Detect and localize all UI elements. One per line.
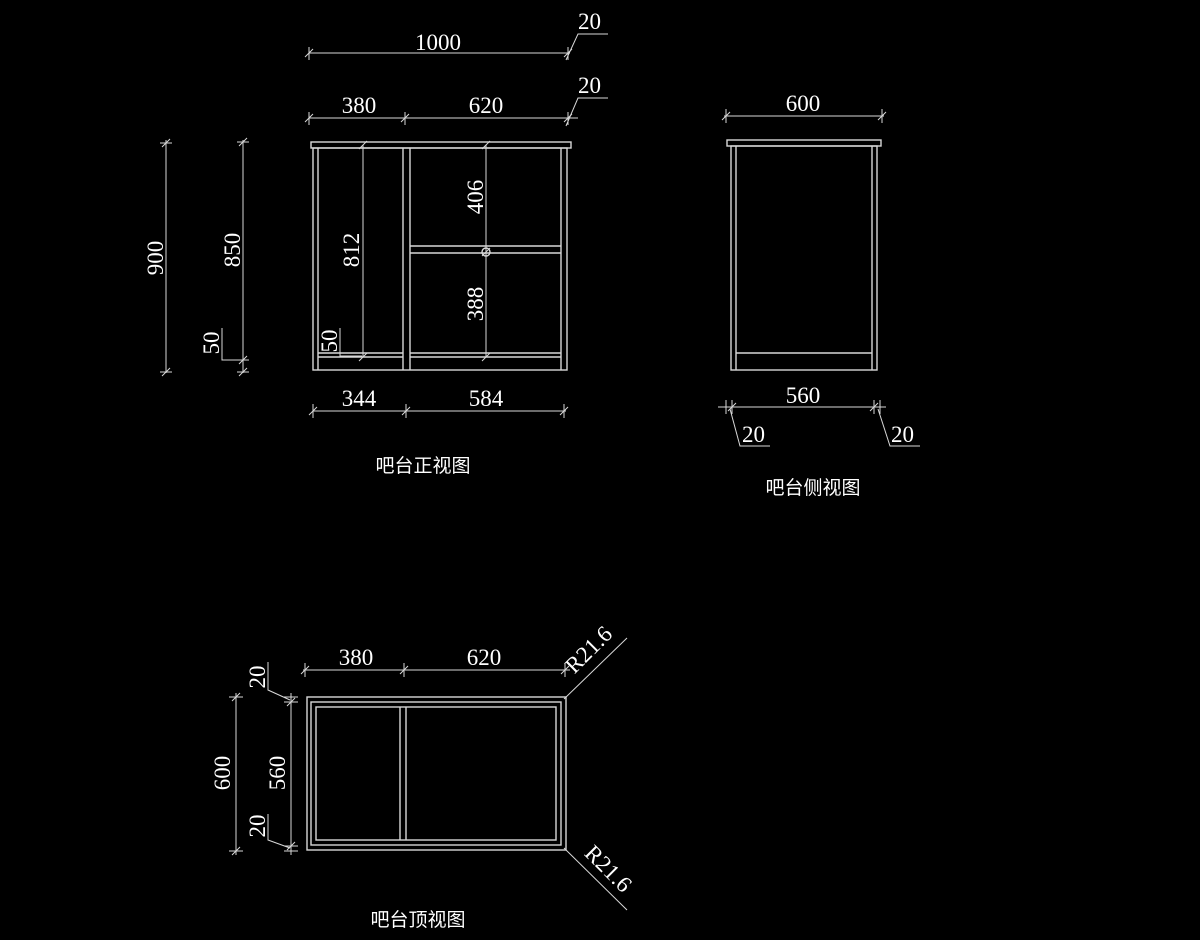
- front-dim-upper-shelf: 406: [463, 180, 488, 215]
- front-dim-left-inner-height: 812: [339, 233, 364, 268]
- top-dim-overall-depth: 600: [210, 756, 235, 791]
- front-dim-overall-width: 1000: [415, 30, 461, 55]
- front-view: 1000 20 380 620 20 900 850 50 812 50 406…: [143, 9, 608, 477]
- side-view-title: 吧台侧视图: [765, 477, 860, 499]
- side-view: 600 560 20 20 吧台侧视图: [718, 91, 920, 499]
- top-dim-overhang-top: 20: [245, 666, 270, 689]
- front-dim-top-overhang-lower: 20: [578, 73, 601, 98]
- front-dim-bottom-right: 584: [469, 386, 504, 411]
- top-view-dimension-lines: [229, 637, 628, 911]
- side-dim-body-depth: 560: [786, 383, 821, 408]
- side-dim-left-overhang: 20: [742, 422, 765, 447]
- front-dim-left-section: 380: [342, 93, 377, 118]
- top-dim-right-section: 620: [467, 645, 502, 670]
- front-dim-base-inner: 50: [317, 330, 342, 353]
- top-dim-left-section: 380: [339, 645, 374, 670]
- front-view-dimension-lines: [160, 33, 608, 418]
- front-dim-lower-shelf: 388: [463, 287, 488, 322]
- side-view-body: [726, 139, 882, 371]
- top-dim-overhang-bottom: 20: [245, 815, 270, 838]
- front-dim-bottom-left: 344: [342, 386, 377, 411]
- front-dim-right-section: 620: [469, 93, 504, 118]
- front-view-title: 吧台正视图: [375, 455, 470, 477]
- front-dim-height-total: 900: [143, 241, 168, 276]
- side-dim-right-overhang: 20: [891, 422, 914, 447]
- top-dim-radius-bottom: R21.6: [580, 840, 637, 897]
- top-view: 380 620 R21.6 R21.6 20 600 560 20 吧台顶视图: [210, 621, 637, 931]
- front-dim-height-body: 850: [220, 233, 245, 268]
- top-dim-radius-top: R21.6: [560, 621, 617, 678]
- top-dim-inner-depth: 560: [265, 756, 290, 791]
- side-dim-top-depth: 600: [786, 91, 821, 116]
- top-view-body: [306, 696, 567, 851]
- front-dim-base-left: 50: [199, 332, 224, 355]
- top-view-title: 吧台顶视图: [370, 909, 465, 931]
- front-dim-top-overhang-upper: 20: [578, 9, 601, 34]
- side-view-dimension-lines: [718, 109, 920, 447]
